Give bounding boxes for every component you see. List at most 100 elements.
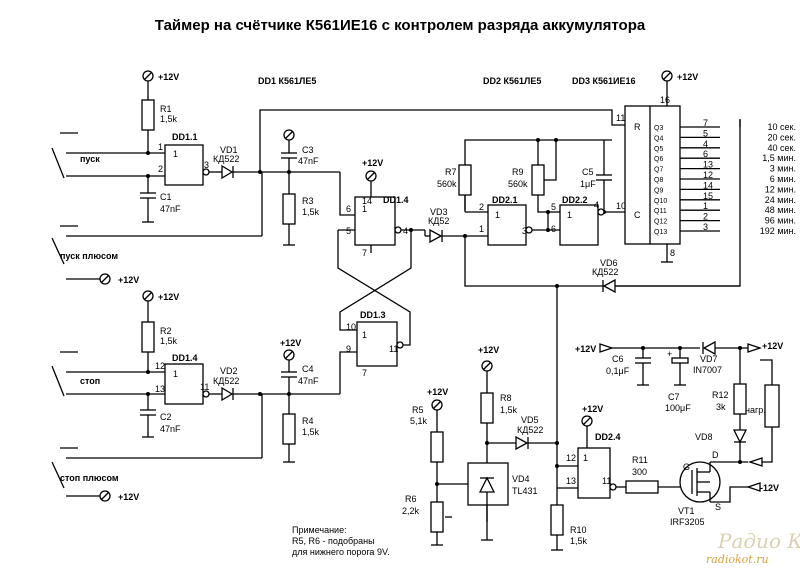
dd2-1-label: DD2.1 xyxy=(492,195,518,205)
vd6-label: VD6 xyxy=(600,258,618,268)
watermark-site: radiokot.ru xyxy=(706,553,769,566)
counter-time-label: 24 мин. xyxy=(765,195,796,205)
svg-text:1: 1 xyxy=(583,453,588,463)
vd5-label: VD5 xyxy=(521,415,539,425)
counter-output-q5: Q5 xyxy=(654,146,663,153)
svg-text:10: 10 xyxy=(616,201,626,211)
c7-value: 100μF xyxy=(665,403,691,413)
r3-resistor xyxy=(282,193,296,225)
counter-time-label: 48 мин. xyxy=(765,205,796,215)
dd1-3-gate xyxy=(356,321,398,367)
vcc-label-bus: +12V xyxy=(575,344,596,354)
vcc-label-r1: +12V xyxy=(158,72,179,82)
svg-text:11: 11 xyxy=(200,382,209,392)
dd1-1-gate xyxy=(164,144,204,186)
counter-output-pin: 15 xyxy=(703,191,713,201)
vd6-diode xyxy=(602,278,616,294)
counter-output-pin: 6 xyxy=(703,149,708,159)
vd2-value: КД522 xyxy=(213,376,239,386)
counter-output-q8: Q8 xyxy=(654,177,663,184)
svg-text:13: 13 xyxy=(155,384,165,394)
vd7-diode xyxy=(702,340,716,356)
r12-value: 3k xyxy=(716,402,726,412)
r8-resistor xyxy=(480,392,494,424)
counter-output-q12: Q12 xyxy=(654,219,667,226)
svg-text:1: 1 xyxy=(173,369,178,379)
vd8-led xyxy=(732,429,748,444)
svg-text:1: 1 xyxy=(495,210,500,220)
r8-value: 1,5k xyxy=(500,405,518,415)
r5-resistor xyxy=(430,431,444,463)
vd7-label: VD7 xyxy=(700,354,718,364)
r4-value: 1,5k xyxy=(302,427,320,437)
watermark-logo: Радио КОТ xyxy=(717,529,800,553)
svg-text:8: 8 xyxy=(670,248,675,258)
c7-label: C7 xyxy=(668,392,680,402)
r2-value: 1,5k xyxy=(160,336,178,346)
counter-time-label: 192 мин. xyxy=(760,226,796,236)
vcc-label-dd2-4: +12V xyxy=(582,404,603,414)
dd1-4-top-label: DD1.4 xyxy=(383,195,409,205)
vt1-value: IRF3205 xyxy=(670,517,705,527)
svg-text:11: 11 xyxy=(616,113,625,123)
vd1-value: КД522 xyxy=(213,154,239,164)
note-line-3: для нижнего порога 9V. xyxy=(292,547,390,557)
counter-output-pin: 13 xyxy=(703,160,713,170)
r1-resistor xyxy=(141,99,155,131)
r11-resistor xyxy=(625,480,659,494)
c5-label: C5 xyxy=(582,167,594,177)
r9-resistor xyxy=(531,164,545,196)
r7-resistor xyxy=(458,164,472,196)
start-plus-label: пуск плюсом xyxy=(60,251,118,261)
svg-text:12: 12 xyxy=(155,361,165,371)
svg-text:6: 6 xyxy=(346,204,351,214)
svg-text:1: 1 xyxy=(567,210,572,220)
r4-resistor xyxy=(282,413,296,445)
note-line-2: R5, R6 - подобраны xyxy=(292,536,375,546)
svg-text:1: 1 xyxy=(158,142,163,152)
vd5-diode xyxy=(515,435,529,451)
svg-text:11: 11 xyxy=(389,344,398,354)
r9-label: R9 xyxy=(512,167,524,177)
dd1-header: DD1 К561ЛЕ5 xyxy=(258,76,316,86)
vcc-label-r8: +12V xyxy=(478,345,499,355)
r1-value: 1,5k xyxy=(160,114,178,124)
svg-text:1: 1 xyxy=(362,204,367,214)
svg-text:1: 1 xyxy=(173,149,178,159)
svg-text:9: 9 xyxy=(346,344,351,354)
vcc-label-r5: +12V xyxy=(427,387,448,397)
svg-text:12: 12 xyxy=(566,453,576,463)
counter-output-pin: 7 xyxy=(703,118,708,128)
start-label: пуск xyxy=(80,154,100,164)
vd4-value: TL431 xyxy=(512,486,538,496)
dd1-3-label: DD1.3 xyxy=(360,310,386,320)
svg-text:13: 13 xyxy=(566,476,576,486)
c2-value: 47nF xyxy=(160,424,181,434)
vd6-value: КД522 xyxy=(592,267,618,277)
c7-capacitor xyxy=(671,357,689,364)
vcc-label-r2: +12V xyxy=(158,292,179,302)
counter-output-pin: 5 xyxy=(703,128,708,138)
r2-label: R2 xyxy=(160,326,172,336)
c3-value: 47nF xyxy=(298,156,319,166)
counter-output-pin: 3 xyxy=(703,222,708,232)
dd3-header: DD3 К561ИЕ16 xyxy=(572,76,636,86)
counter-r-label: R xyxy=(634,122,641,132)
c6-value: 0,1μF xyxy=(606,366,630,376)
svg-text:5: 5 xyxy=(346,226,351,236)
vd5-value: КД522 xyxy=(517,425,543,435)
vcc-terminal-r1 xyxy=(142,70,154,100)
c4-label: C4 xyxy=(302,364,314,374)
counter-output-q3: Q3 xyxy=(654,125,663,132)
r5-value: 5,1k xyxy=(410,416,428,426)
svg-text:16: 16 xyxy=(660,95,670,105)
counter-time-label: 3 мин. xyxy=(770,164,796,174)
svg-text:G: G xyxy=(683,462,690,472)
counter-output-q7: Q7 xyxy=(654,167,663,174)
svg-text:4: 4 xyxy=(594,200,599,210)
vd1-diode xyxy=(221,164,234,180)
svg-text:1: 1 xyxy=(479,224,484,234)
load-label: нагр. xyxy=(745,405,766,415)
r1-label: R1 xyxy=(160,104,172,114)
